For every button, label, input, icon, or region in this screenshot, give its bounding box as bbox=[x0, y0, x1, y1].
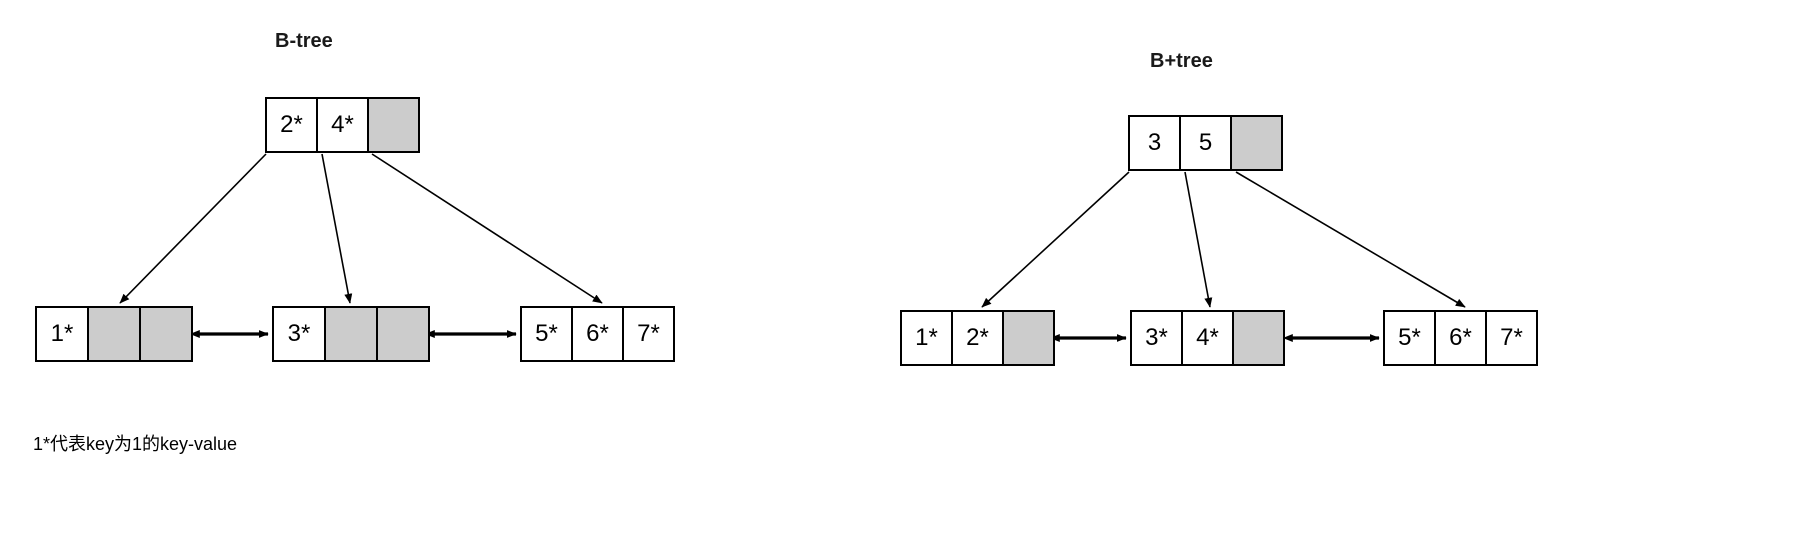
btree-leaf-1-cell-2-empty-slot bbox=[87, 306, 141, 362]
bplustree-leaf-1-cell-1-key: 1* bbox=[900, 310, 953, 366]
btree-leaf-2-cell-2-empty-slot bbox=[324, 306, 378, 362]
bplustree-leaf-2-cell-1-key: 3* bbox=[1130, 310, 1183, 366]
bplustree-edge-root-to-leaf-1 bbox=[981, 171, 1130, 308]
btree-leaf-2: 3* bbox=[272, 306, 430, 362]
btree-leaf-1: 1* bbox=[35, 306, 193, 362]
btree-leaf-2-cell-1-key: 3* bbox=[272, 306, 326, 362]
btree-leaf-3-cell-3-key: 7* bbox=[622, 306, 675, 362]
bplustree-title: B+tree bbox=[1150, 50, 1213, 72]
bplustree-leaf-3-cell-2-key: 6* bbox=[1434, 310, 1487, 366]
bplustree-leaf-1-cell-2-key: 2* bbox=[951, 310, 1004, 366]
legend-caption: 1*代表key为1的key-value bbox=[33, 434, 238, 454]
bplustree-root-node-cell-2-key: 5 bbox=[1179, 115, 1232, 171]
btree-leaf-1-cell-3-empty-slot bbox=[139, 306, 193, 362]
bplustree-leaf-1-cell-3-empty-slot bbox=[1002, 310, 1055, 366]
bplustree-leaf-1: 1*2* bbox=[900, 310, 1055, 366]
bplustree-leaf-2-cell-2-key: 4* bbox=[1181, 310, 1234, 366]
btree-root-node-cell-2-key: 4* bbox=[316, 97, 369, 153]
btree-root-node-cell-1-key: 2* bbox=[265, 97, 318, 153]
btree-leaf-3-cell-2-key: 6* bbox=[571, 306, 624, 362]
bplustree-leaf-2-cell-3-empty-slot bbox=[1232, 310, 1285, 366]
btree-leaf-1-cell-1-key: 1* bbox=[35, 306, 89, 362]
bplustree-root-node-cell-1-key: 3 bbox=[1128, 115, 1181, 171]
bplustree-leaf-2: 3*4* bbox=[1130, 310, 1285, 366]
bplustree-leaf-3-cell-1-key: 5* bbox=[1383, 310, 1436, 366]
bplustree-leaf-3: 5*6*7* bbox=[1383, 310, 1538, 366]
bplustree-edge-root-to-leaf-3 bbox=[1235, 171, 1466, 308]
bplustree-edge-root-to-leaf-2 bbox=[1184, 171, 1213, 308]
btree-leaf-3: 5*6*7* bbox=[520, 306, 675, 362]
btree-edge-root-to-leaf-1 bbox=[119, 153, 267, 304]
btree-leaf-3-cell-1-key: 5* bbox=[520, 306, 573, 362]
btree-edge-root-to-leaf-3 bbox=[371, 153, 603, 304]
btree-edge-root-to-leaf-2 bbox=[321, 153, 353, 304]
btree-title: B-tree bbox=[275, 30, 333, 52]
bplustree-root-node-cell-3-empty-slot bbox=[1230, 115, 1283, 171]
btree-root-node: 2*4* bbox=[265, 97, 420, 153]
btree-root-node-cell-3-empty-slot bbox=[367, 97, 420, 153]
btree-leaf-2-cell-3-empty-slot bbox=[376, 306, 430, 362]
bplustree-leaf-3-cell-3-key: 7* bbox=[1485, 310, 1538, 366]
